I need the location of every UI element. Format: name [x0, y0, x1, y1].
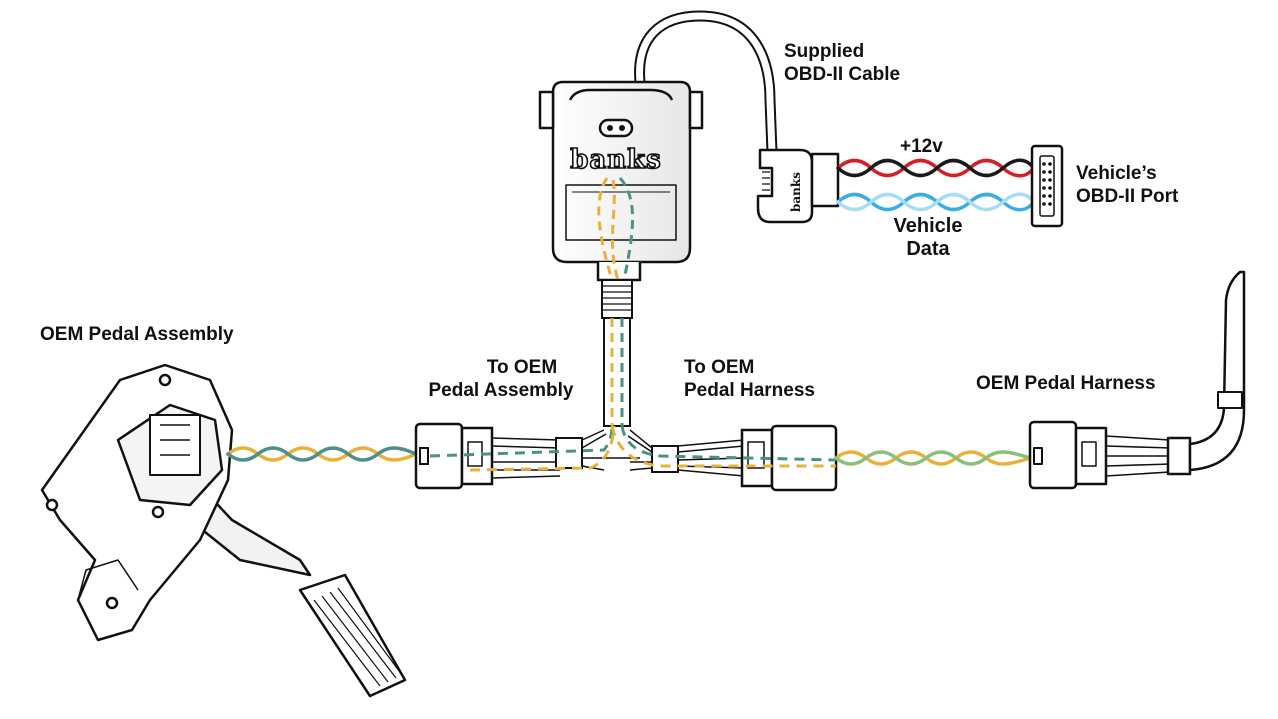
- banks-module: [538, 80, 704, 282]
- label-to-oem-pedal-assembly-line1: To OEM: [486, 357, 558, 378]
- label-to-oem-pedal-harness-line1: To OEM: [684, 357, 755, 378]
- harness-trunk: [601, 279, 633, 427]
- label-oem-pedal-harness: OEM Pedal Harness: [976, 373, 1156, 394]
- label-vehicle-data-line2: Data: [906, 238, 950, 260]
- module-logo: banks: [570, 145, 662, 175]
- pedal-twisted-wire: [226, 446, 418, 462]
- label-to-oem-pedal-harness-line2: Pedal Harness: [684, 380, 815, 401]
- plus12v-twisted-pair: [836, 158, 1034, 178]
- label-to-oem-pedal-harness: To OEM Pedal Harness: [684, 356, 815, 402]
- label-vehicle-obd-port-line1: Vehicle’s: [1076, 163, 1157, 184]
- trunk-wires: [610, 318, 624, 426]
- label-supplied-obd-cable-line1: Supplied: [784, 41, 865, 62]
- label-to-oem-pedal-assembly: To OEM Pedal Assembly: [412, 356, 590, 402]
- label-vehicle-data: Vehicle Data: [878, 215, 978, 261]
- obd-plug: [756, 148, 840, 224]
- label-vehicle-obd-port: Vehicle’s OBD-II Port: [1076, 162, 1178, 208]
- plug-logo: banks: [789, 172, 803, 212]
- harness-twisted-wire: [834, 450, 1032, 466]
- label-vehicle-data-line1: Vehicle: [893, 215, 963, 237]
- label-plus12v: +12v: [900, 136, 943, 157]
- label-oem-pedal-assembly: OEM Pedal Assembly: [40, 324, 234, 345]
- y-harness: [414, 422, 838, 492]
- oem-pedal-harness: [1028, 270, 1246, 490]
- module-internal-wires: [597, 176, 635, 281]
- obd-cable: [634, 10, 778, 158]
- vehicle-obd-port: [1030, 144, 1064, 228]
- label-supplied-obd-cable-line2: OBD-II Cable: [784, 64, 901, 85]
- label-supplied-obd-cable: Supplied OBD-II Cable: [784, 40, 900, 86]
- label-to-oem-pedal-assembly-line2: Pedal Assembly: [428, 380, 574, 401]
- oem-pedal-assembly: [40, 363, 407, 698]
- label-vehicle-obd-port-line2: OBD-II Port: [1076, 186, 1179, 207]
- vehicle-data-twisted-pair: [836, 192, 1034, 212]
- harness-dashed-wires: [429, 425, 837, 472]
